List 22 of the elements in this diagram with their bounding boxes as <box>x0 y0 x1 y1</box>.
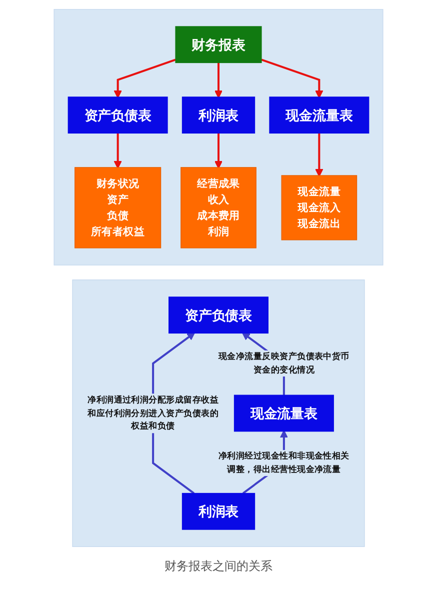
arrow <box>261 58 324 98</box>
arrow <box>214 133 223 169</box>
cluster <box>54 9 384 266</box>
caption: 财务报表之间的关系 <box>164 558 272 575</box>
edge-label: 净利润经过现金性和非现金性相关调整，得出经营性现金净流量 <box>218 451 350 474</box>
arrow <box>114 133 122 169</box>
arrow <box>214 62 223 98</box>
node-box: 现金流量表 <box>269 96 370 134</box>
node-box: 现金流量 现金流入 现金流出 <box>281 175 358 240</box>
node-box: 资产负债表 <box>168 296 268 334</box>
node-box: 财务状况 资产 负债 所有者权益 <box>74 167 162 248</box>
edge-label: 现金净流量反映资产负债表中货币资金的变化情况 <box>218 352 350 375</box>
arrow <box>114 58 176 98</box>
edge-label: 净利润通过利润分配形成留存收益和应付利润分别进入资产负债表的权益和负债 <box>88 394 218 432</box>
node-box: 财务报表 <box>175 26 262 64</box>
node-box: 现金流量表 <box>234 394 334 432</box>
node-box: 利润表 <box>182 492 256 530</box>
cluster <box>72 280 365 547</box>
node-box: 利润表 <box>182 96 256 134</box>
node-box: 经营成果 收入 成本费用 利润 <box>180 167 256 248</box>
node-box: 资产负债表 <box>68 96 168 134</box>
arrow <box>315 133 324 177</box>
